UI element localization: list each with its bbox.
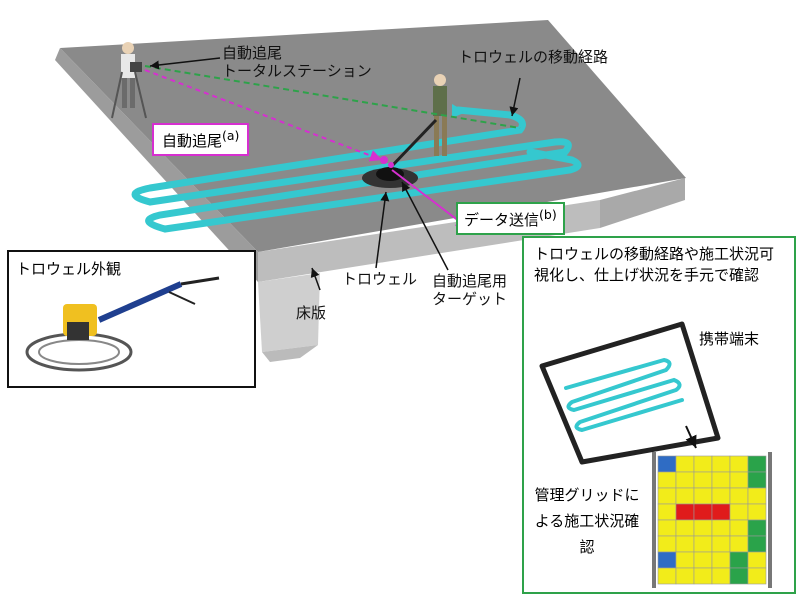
auto-tracking-sup: (a): [222, 128, 240, 143]
management-grid-caption: 管理グリッドによる施工状況確認: [534, 486, 640, 556]
floor-slab-label: 床版: [296, 304, 327, 322]
data-transmission-label: データ送信: [464, 211, 540, 229]
tracking-target-label: 自動追尾用 ターゲット: [432, 272, 508, 308]
grid-cell: [675, 487, 695, 505]
tracking-station-label: 自動追尾 トータルステーション: [222, 44, 372, 80]
grid-cell: [693, 487, 713, 505]
grid-cell: [657, 471, 677, 489]
grid-cell: [729, 551, 749, 569]
data-transmission-sup: (b): [539, 207, 557, 222]
grid-cell: [693, 519, 713, 537]
monitoring-panel-text: トロウェルの移動経路や施工状況可視化し、仕上げ状況を手元で確認: [534, 245, 775, 284]
trowel-route-label: トロウェルの移動経路: [458, 48, 609, 66]
route-start-arrow: [452, 104, 466, 118]
grid-cell: [657, 519, 677, 537]
grid-cell: [729, 471, 749, 489]
grid-cell: [729, 567, 749, 585]
grid-cell: [657, 551, 677, 569]
grid-cell: [657, 487, 677, 505]
auto-tracking-line: [144, 69, 383, 162]
tablet-device: [539, 321, 721, 465]
grid-cell: [657, 567, 677, 585]
data-transmission-box: データ送信(b): [456, 202, 565, 235]
management-grid: [652, 452, 772, 588]
grid-cell: [747, 535, 767, 553]
trowel-label: トロウェル: [342, 270, 418, 288]
grid-cell: [747, 503, 767, 521]
grid-cell: [711, 551, 731, 569]
grid-cell: [729, 455, 749, 473]
grid-cell: [711, 487, 731, 505]
operator-figure: [388, 74, 447, 170]
grid-cell: [693, 503, 713, 521]
grid-cell: [675, 471, 695, 489]
surveyor-figure: [111, 42, 147, 119]
grid-cell: [747, 487, 767, 505]
grid-cell: [711, 567, 731, 585]
grid-cell: [657, 503, 677, 521]
grid-cell: [747, 567, 767, 585]
trowel-photo-illustration: [25, 276, 220, 372]
grid-cell: [711, 455, 731, 473]
grid-cell: [675, 567, 695, 585]
grid-side-bar-left: [652, 452, 656, 588]
grid-cell: [711, 471, 731, 489]
grid-cell: [729, 503, 749, 521]
grid-cell: [729, 519, 749, 537]
grid-cell: [675, 535, 695, 553]
grid-side-bar-right: [768, 452, 772, 588]
trowel-appearance-title: トロウェル外観: [16, 260, 122, 278]
monitoring-panel: トロウェルの移動経路や施工状況可視化し、仕上げ状況を手元で確認 携帯端末 管理グ…: [522, 236, 796, 594]
grid-cell: [729, 487, 749, 505]
auto-tracking-label: 自動追尾: [162, 132, 223, 150]
grid-cell: [747, 471, 767, 489]
trowel-appearance-panel: トロウェル外観: [7, 250, 256, 388]
arrow-down-icon: [685, 425, 697, 449]
grid-cell: [693, 535, 713, 553]
grid-cell: [711, 535, 731, 553]
grid-cell: [693, 551, 713, 569]
data-transmission-line: [391, 169, 469, 229]
grid-cell: [711, 503, 731, 521]
auto-tracking-box: 自動追尾(a): [152, 123, 250, 156]
grid-cell: [675, 503, 695, 521]
grid-cell: [711, 519, 731, 537]
grid-cell: [657, 455, 677, 473]
mobile-device-label: 携帯端末: [699, 330, 760, 348]
grid-cell: [675, 551, 695, 569]
grid-cell: [693, 471, 713, 489]
station-view-line: [144, 65, 521, 129]
grid-cell: [675, 519, 695, 537]
grid-cell: [747, 551, 767, 569]
grid-cell: [747, 455, 767, 473]
grid-cell: [729, 535, 749, 553]
grid-cell: [693, 567, 713, 585]
trowel-route-path: [131, 106, 582, 233]
grid-cell: [675, 455, 695, 473]
grid-cell: [693, 455, 713, 473]
grid-cell: [747, 519, 767, 537]
grid-cell: [657, 535, 677, 553]
